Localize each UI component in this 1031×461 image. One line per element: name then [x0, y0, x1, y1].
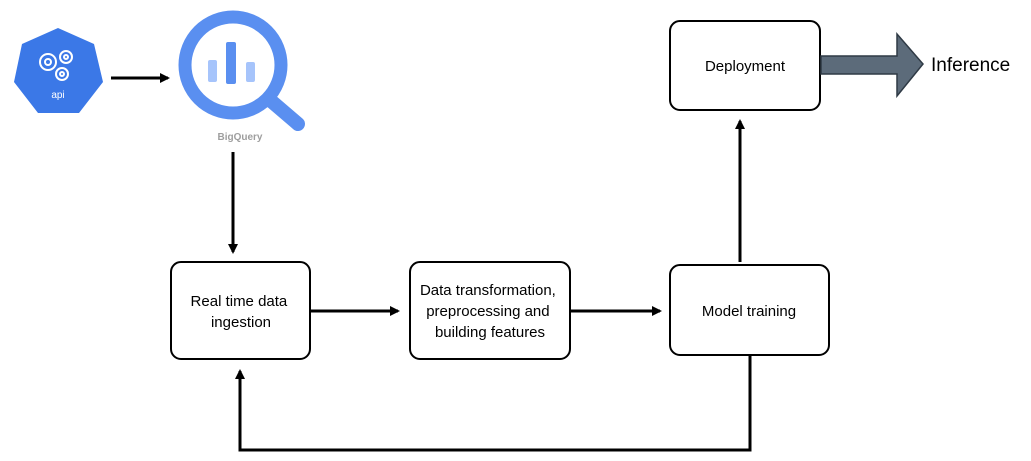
ingestion-label-line-2: ingestion [211, 314, 271, 331]
deployment-label: Deployment [705, 58, 786, 75]
deployment-node: Deployment [669, 20, 821, 111]
bigquery-bar-middle [226, 42, 236, 84]
transformation-label-line-2: preprocessing and [426, 303, 549, 320]
api-label: api [51, 90, 64, 101]
transformation-label-line-1: Data transformation, [420, 282, 556, 299]
bigquery-label: BigQuery [217, 132, 262, 143]
transformation-label: Data transformation, preprocessing and b… [420, 282, 560, 341]
bigquery-bar-right [246, 62, 255, 82]
transformation-node: Data transformation, preprocessing and b… [409, 261, 571, 360]
inference-arrow-icon [820, 31, 924, 99]
transformation-label-line-3: building features [435, 324, 545, 341]
training-node: Model training [669, 264, 830, 356]
ingestion-node: Real time data ingestion [170, 261, 311, 360]
training-label: Model training [702, 303, 796, 320]
bigquery-bar-left [208, 60, 217, 82]
edge-training-to-ingestion-feedback [235, 356, 752, 452]
inference-label: Inference [931, 55, 1010, 76]
bigquery-icon: BigQuery [178, 10, 305, 143]
api-icon: api [14, 28, 103, 113]
api-hexagon [14, 28, 103, 113]
gear-icon [39, 50, 73, 81]
ingestion-label-line-1: Real time data [191, 293, 288, 310]
deployment-label-line-1: Deployment [705, 58, 786, 75]
ingestion-label: Real time data ingestion [191, 293, 292, 331]
training-label-line-1: Model training [702, 303, 796, 320]
bigquery-ring [178, 10, 288, 120]
bigquery-handle [263, 93, 305, 131]
